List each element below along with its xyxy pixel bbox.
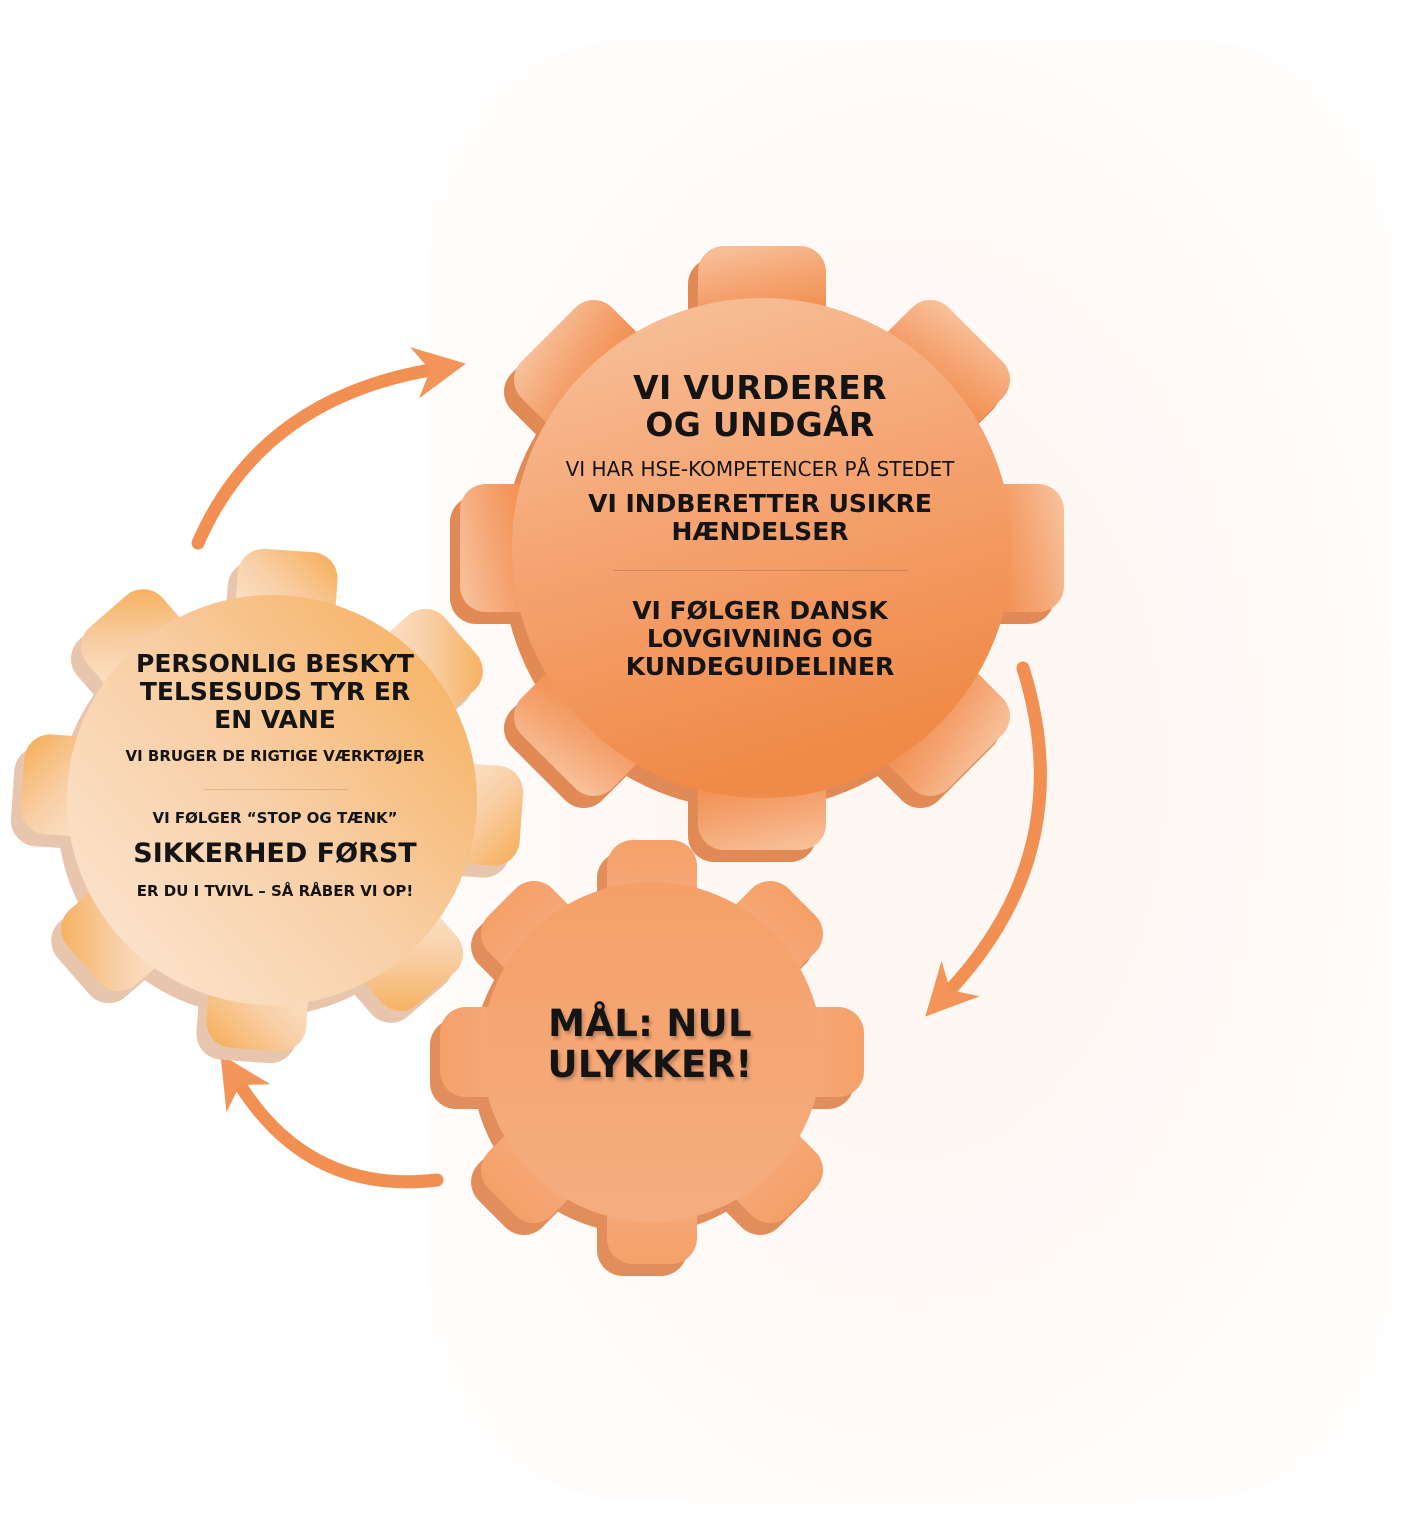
- gear-tooth: [513, 662, 648, 797]
- left-gear-text: PERSONLIG BESKYTTELSESUDS TYR ER EN VANE…: [120, 650, 430, 900]
- left-gear-line2: VI FØLGER “STOP OG TÆNK”: [152, 808, 398, 827]
- left-gear: [10, 548, 524, 1064]
- top-gear-text: VI VURDERER OG UNDGÅR VI HAR HSE-KOMPETE…: [540, 368, 980, 682]
- top-gear-line3: VI FØLGER DANSK LOVGIVNING OG KUNDEGUIDE…: [625, 596, 895, 682]
- arrow-left-to-top: [191, 347, 466, 550]
- gear-body: [482, 882, 822, 1222]
- gear-tooth: [513, 299, 648, 434]
- top-gear-title: VI VURDERER OG UNDGÅR: [633, 368, 887, 444]
- left-gear-line3: SIKKERHED FØRST: [133, 837, 417, 869]
- top-gear-line2: VI INDBERETTER USIKRE HÆNDELSER: [588, 489, 932, 547]
- bottom-gear-title: MÅL: NUL ULYKKER!: [547, 1002, 753, 1087]
- left-gear-line1: VI BRUGER DE RIGTIGE VÆRKTØJER: [125, 747, 425, 765]
- arrow-top-to-bottom: [925, 661, 1047, 1017]
- gear-tooth: [876, 662, 1011, 797]
- left-gear-line4: ER DU I TVIVL – SÅ RÅBER VI OP!: [136, 881, 414, 900]
- left-gear-title: PERSONLIG BESKYTTELSESUDS TYR ER EN VANE: [136, 649, 414, 734]
- top-gear-line1: VI HAR HSE-KOMPETENCER PÅ STEDET: [565, 456, 955, 481]
- bottom-gear-text: MÅL: NUL ULYKKER!: [540, 1003, 760, 1086]
- arrow-bottom-to-left: [220, 1054, 444, 1189]
- gear-body: [512, 298, 1012, 798]
- gear-tooth: [876, 299, 1011, 434]
- top-gear: [450, 246, 1064, 862]
- bottom-gear: [430, 840, 864, 1276]
- top-gear-divider: [612, 570, 908, 572]
- gear-body: [67, 595, 477, 1005]
- left-gear-divider: [202, 788, 348, 790]
